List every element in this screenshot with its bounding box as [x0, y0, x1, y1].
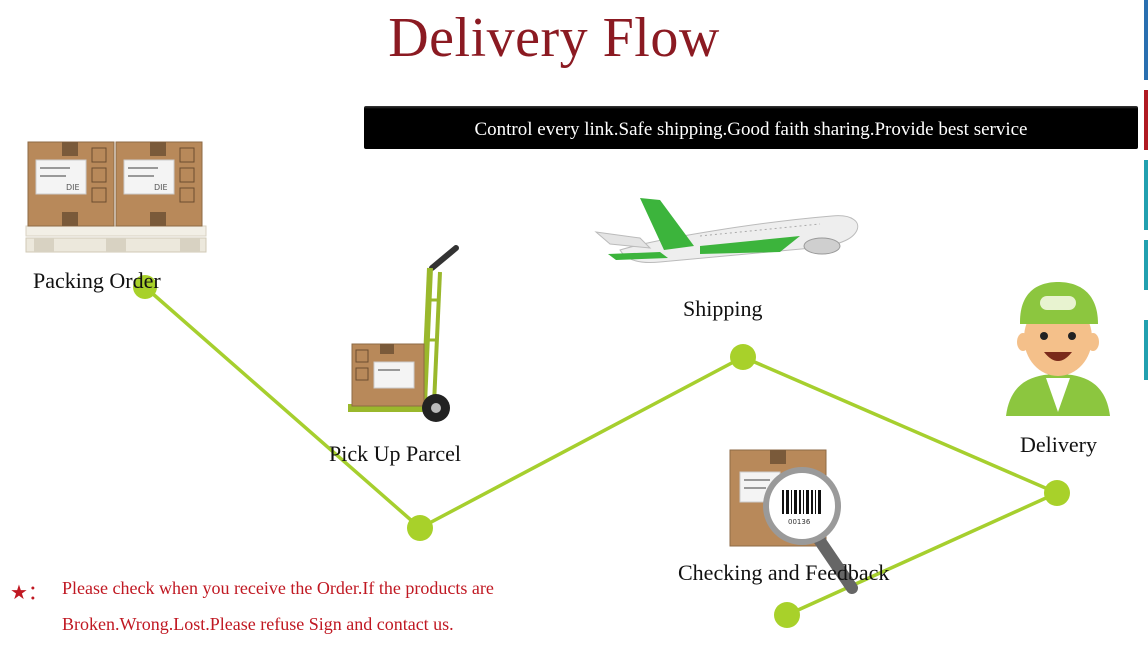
flow-node-pickup — [407, 515, 433, 541]
star-icon: ★： — [10, 582, 48, 604]
boxes-on-pallet-icon: DIE DIE — [25, 141, 207, 253]
page-title: Delivery Flow — [388, 7, 720, 69]
notice-line-2: Broken.Wrong.Lost.Please refuse Sign and… — [62, 614, 454, 634]
step-label-packing: Packing Order — [33, 268, 161, 293]
airplane-icon — [594, 198, 859, 263]
step-label-pickup: Pick Up Parcel — [329, 441, 461, 466]
edge-decoration — [1144, 0, 1148, 656]
barcode-number: 00136 — [788, 518, 811, 526]
hand-truck-icon — [348, 245, 459, 422]
flow-node-shipping — [730, 344, 756, 370]
notice: ★： — [10, 576, 48, 605]
notice-line-1: Please check when you receive the Order.… — [62, 578, 494, 598]
courier-person-icon — [1006, 282, 1110, 416]
svg-text:DIE: DIE — [66, 183, 80, 192]
step-label-checking: Checking and Feedback — [678, 560, 889, 585]
slogan-text: Control every link.Safe shipping.Good fa… — [474, 119, 1028, 140]
flow-line — [143, 285, 1059, 617]
step-label-shipping: Shipping — [683, 296, 762, 321]
flow-node-delivery — [1044, 480, 1070, 506]
svg-text:DIE: DIE — [154, 183, 168, 192]
flow-node-packing — [133, 275, 157, 299]
step-label-delivery: Delivery — [1020, 432, 1097, 457]
slogan-banner: Control every link.Safe shipping.Good fa… — [364, 106, 1138, 149]
magnifier-barcode-icon: 00136 — [729, 449, 858, 594]
flow-node-checking — [774, 602, 800, 628]
